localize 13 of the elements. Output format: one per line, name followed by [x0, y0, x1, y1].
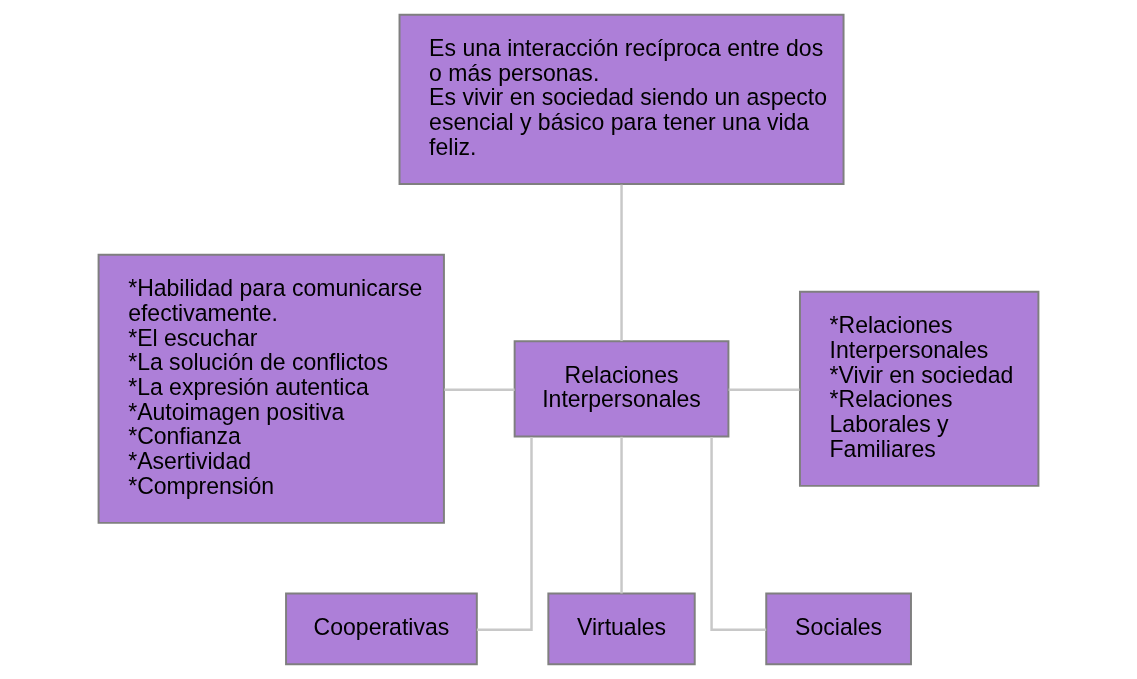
connector: [620, 436, 623, 594]
connector: [620, 184, 623, 342]
node-box: Es una interacción recíproca entre dos o más personas. Es vivir en sociedad siendo un aspecto esencial y básico para tener una vida feliz.: [398, 13, 845, 186]
node-box: Virtuales: [547, 592, 696, 666]
connector: [444, 388, 515, 391]
connector: [710, 437, 767, 631]
node-box: *Relaciones Interpersonales *Vivir en sociedad *Relaciones Laborales y Familiares: [799, 290, 1040, 487]
connector: [476, 437, 533, 631]
node-box: Relaciones Interpersonales: [513, 340, 730, 438]
node-box: *Habilidad para comunicarse efectivamente. *El escuchar *La solución de conflictos *La expresión autentica *Autoimagen positiva *Confianza *Asertividad *Comprensión: [97, 253, 445, 524]
connector: [728, 388, 800, 391]
node-box: Cooperativas: [285, 592, 478, 666]
node-box: Sociales: [765, 592, 912, 666]
